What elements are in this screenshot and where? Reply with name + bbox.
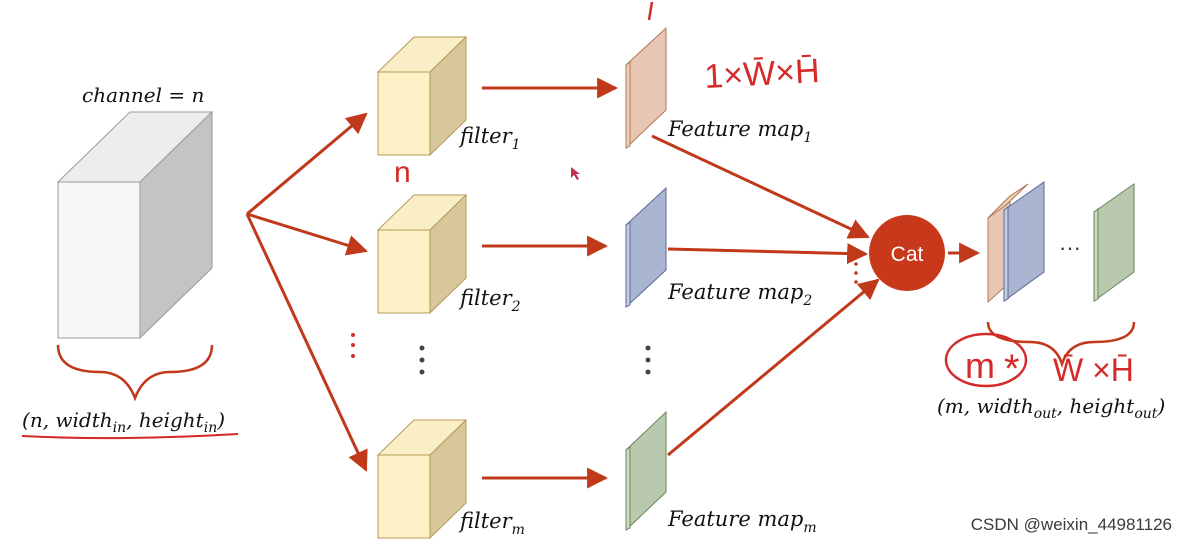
handwritten-feature-map-dims: 1×W̄×H̄ xyxy=(703,52,820,96)
feature-map-1 xyxy=(625,26,667,150)
input-brace xyxy=(56,344,214,402)
filter-cube-1 xyxy=(376,35,468,157)
handwritten-output-dims: W̄ ×H̄ xyxy=(1053,352,1134,388)
arrow-map-m-to-cat xyxy=(667,278,880,457)
mouse-cursor-icon xyxy=(571,167,580,180)
handwritten-output-m: m xyxy=(965,345,995,386)
handwritten-output-star: * xyxy=(1004,347,1020,391)
input-dims-underline xyxy=(21,433,239,440)
output-slab-2 xyxy=(1003,181,1045,302)
arrow-input-to-filter-2 xyxy=(246,212,369,256)
watermark: CSDN @weixin_44981126 xyxy=(971,515,1172,534)
cat-label: Cat xyxy=(891,243,924,266)
output-slab-m xyxy=(1093,183,1135,302)
cat-node xyxy=(869,215,945,291)
handwritten-filter-depth: n xyxy=(394,156,411,189)
handwritten-tick-mark xyxy=(647,1,654,21)
handwritten-m-circle xyxy=(944,332,1028,388)
feature-map-m xyxy=(625,410,667,532)
feature-map-label-2: Feature map2 xyxy=(667,280,812,309)
channel-label: channel = n xyxy=(82,83,204,107)
filter-cube-m xyxy=(376,418,468,540)
filter-label-2: filter2 xyxy=(458,286,521,315)
arrow-map-1-to-cat xyxy=(651,134,870,239)
maps-vertical-ellipsis xyxy=(645,345,651,375)
output-dims-label: (m, widthout, heightout) xyxy=(937,394,1165,422)
output-horizontal-ellipsis: ··· xyxy=(1059,235,1081,260)
cat-side-dots xyxy=(854,262,858,284)
arrow-input-to-filter-1 xyxy=(246,112,368,216)
feature-map-label-m: Feature mapm xyxy=(667,507,817,536)
filter-label-1: filter1 xyxy=(458,124,521,153)
filter-cube-2 xyxy=(376,193,468,315)
feature-map-label-1: Feature map1 xyxy=(667,117,812,146)
input-cube xyxy=(56,110,214,340)
feature-map-2 xyxy=(625,186,667,309)
output-brace xyxy=(986,321,1136,369)
filters-vertical-ellipsis xyxy=(419,345,425,375)
arrow-input-to-filter-m xyxy=(245,213,368,472)
input-dims-label: (n, widthin, heightin) xyxy=(22,408,225,436)
handwritten-red-dots xyxy=(351,333,355,358)
filter-label-m: filterm xyxy=(458,509,525,538)
arrow-map-2-to-cat xyxy=(667,243,869,265)
